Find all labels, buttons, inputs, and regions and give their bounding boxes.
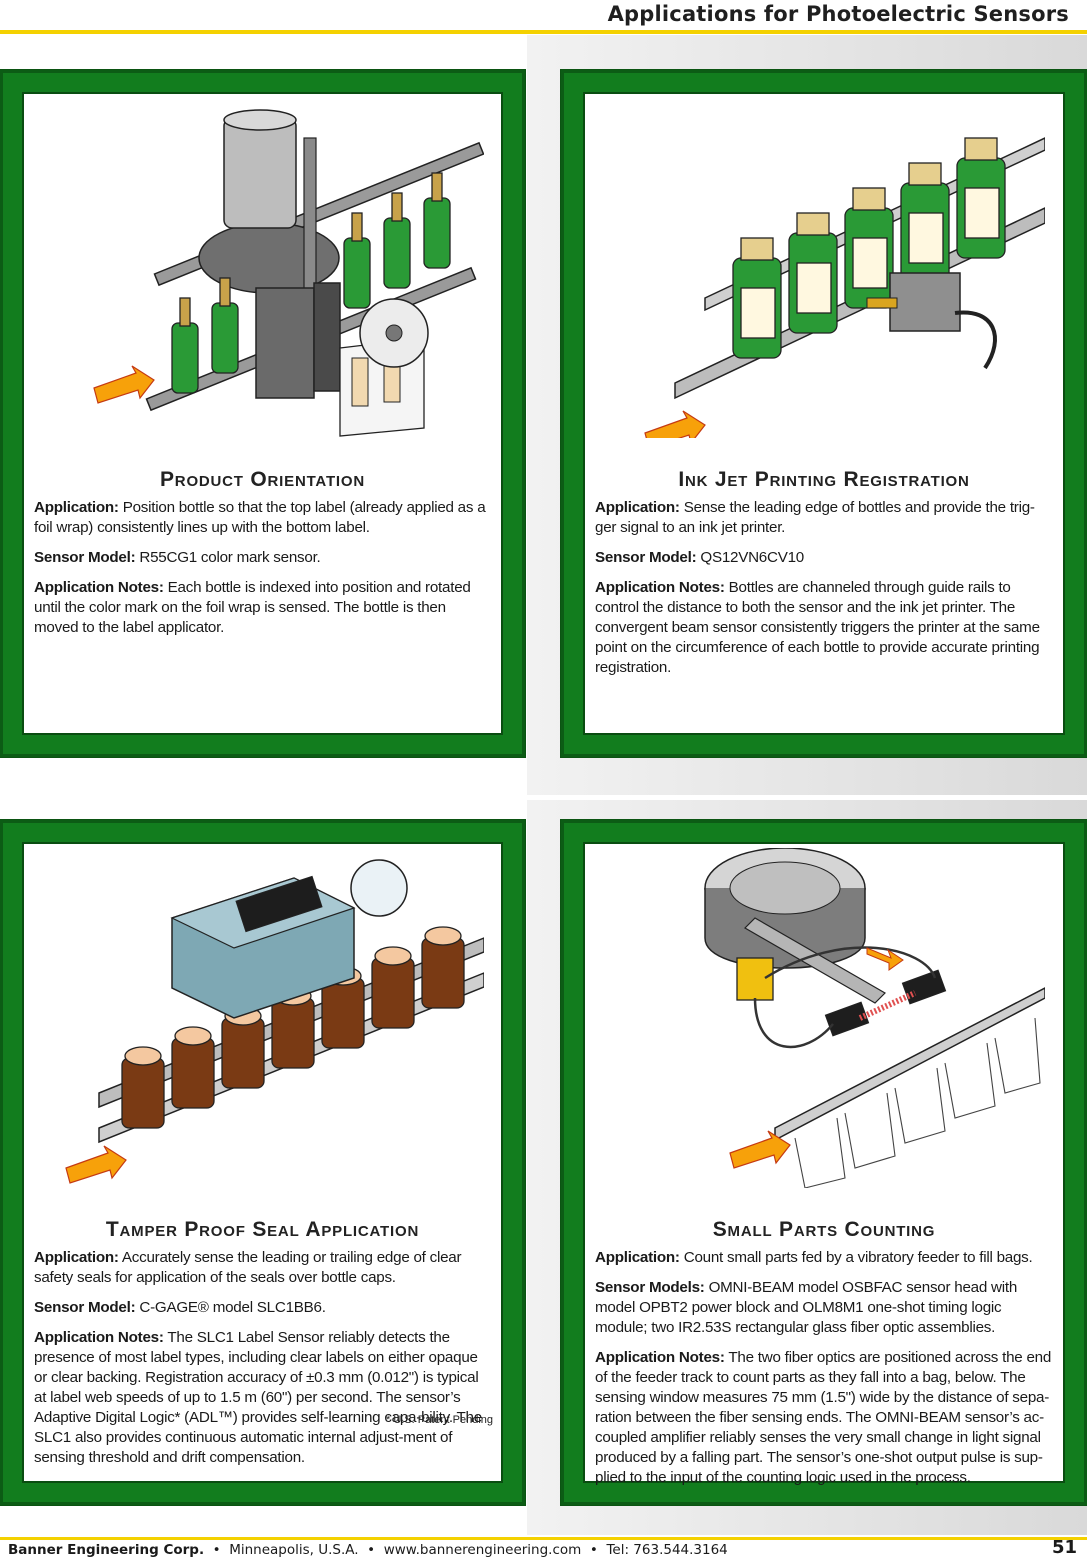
footer-separator: • [585, 1542, 607, 1558]
notes-text: Bottles are channeled through guide rail… [595, 579, 1040, 676]
application-text: Count small parts fed by a vibratory fee… [683, 1249, 1033, 1266]
sensor-text: R55CG1 color mark sensor. [139, 549, 321, 566]
panel-heading: Small Parts Counting [712, 1218, 936, 1241]
sensor-text: QS12VN6CV10 [700, 549, 804, 566]
sensor-text: C-GAGE® model SLC1BB6. [139, 1299, 326, 1316]
footer-location: Minneapolis, U.S.A. [229, 1542, 359, 1558]
footer-separator: • [362, 1542, 384, 1558]
footer: Banner Engineering Corp. • Minneapolis, … [8, 1537, 1077, 1559]
panel-tamper-proof-seal: Tamper Proof Seal Application Applicatio… [0, 820, 525, 1505]
tamper-seal-illustration [65, 859, 484, 1184]
notes-text: Each bottle is indexed into position and… [34, 579, 471, 636]
application-label: Application: [34, 1249, 119, 1266]
panel-content: Small Parts Counting Application: Count … [585, 844, 1063, 1486]
application-text: Accurately sense the leading or trailing… [34, 1249, 462, 1286]
sensor-text: OMNI-BEAM model OSBFAC sensor head with … [595, 1279, 1018, 1336]
footer-company: Banner Engineering Corp. [8, 1542, 205, 1558]
notes-label: Application Notes: [595, 579, 725, 596]
footer-separator: • [208, 1542, 230, 1558]
ink-jet-illustration [644, 137, 1045, 438]
panel-body: Application: Count small parts fed by a … [595, 1248, 1055, 1498]
panel-content: Product Orientation Application: Positio… [24, 94, 501, 733]
product-orientation-illustration [93, 109, 484, 437]
notes-label: Application Notes: [34, 1329, 164, 1346]
panel-body: Application: Sense the leading edge of b… [595, 498, 1055, 688]
panel-product-orientation: Product Orientation Application: Positio… [0, 70, 525, 757]
title-rule [0, 30, 1087, 34]
panel-heading: Product Orientation [160, 468, 365, 491]
panel-small-parts-counting: Small Parts Counting Application: Count … [561, 820, 1087, 1505]
panel-heading: Ink Jet Printing Registration [678, 468, 970, 491]
footer-rule [0, 1537, 1087, 1540]
notes-label: Application Notes: [34, 579, 164, 596]
panel-content: Tamper Proof Seal Application Applicatio… [24, 844, 501, 1481]
application-label: Application: [34, 499, 119, 516]
notes-text: The two fiber optics are positioned acro… [595, 1349, 1052, 1486]
application-label: Application: [595, 499, 680, 516]
notes-label: Application Notes: [595, 1349, 725, 1366]
small-parts-illustration [704, 848, 1045, 1188]
panel-ink-jet-registration: Ink Jet Printing Registration Applicatio… [561, 70, 1087, 757]
page-title: Applications for Photoelectric Sensors [607, 2, 1069, 26]
application-text: Position bottle so that the top label (a… [34, 499, 486, 536]
patent-footnote: * U.S. Patent Pending [385, 1414, 493, 1426]
panel-body: Application: Position bottle so that the… [34, 498, 493, 648]
panel-heading: Tamper Proof Seal Application [105, 1218, 420, 1241]
notes-text: The SLC1 Label Sensor reliably detects t… [34, 1329, 482, 1466]
panel-body: Application: Accurately sense the leadin… [34, 1248, 493, 1478]
page-number: 51 [1051, 1537, 1077, 1558]
sensor-label: Sensor Model: [595, 549, 697, 566]
application-label: Application: [595, 1249, 680, 1266]
sensor-label: Sensor Model: [34, 549, 136, 566]
sensor-label: Sensor Models: [595, 1279, 705, 1296]
application-text: Sense the leading edge of bottles and pr… [595, 499, 1035, 536]
panel-content: Ink Jet Printing Registration Applicatio… [585, 94, 1063, 733]
footer-phone: Tel: 763.544.3164 [606, 1542, 728, 1558]
footer-website[interactable]: www.bannerengineering.com [383, 1542, 582, 1558]
sensor-label: Sensor Model: [34, 1299, 136, 1316]
